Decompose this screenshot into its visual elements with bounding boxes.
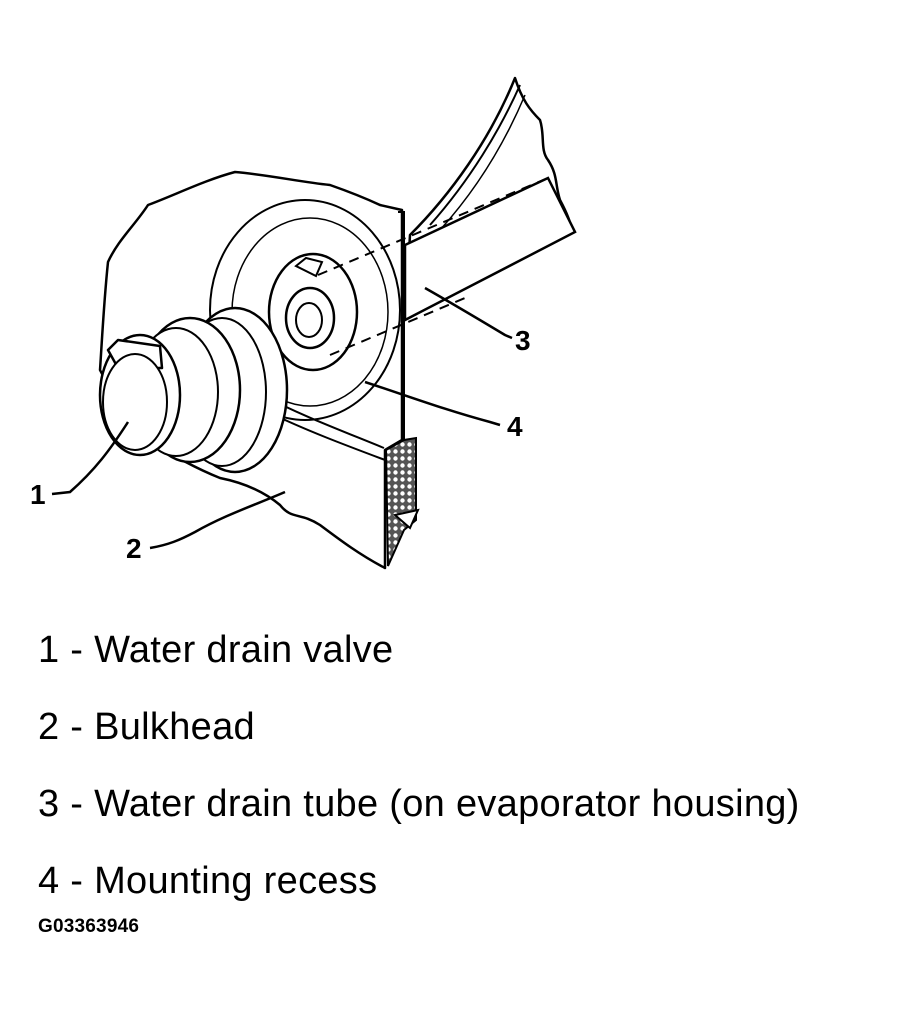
- legend: 1 - Water drain valve 2 - Bulkhead 3 - W…: [38, 612, 898, 920]
- legend-item-4: 4 - Mounting recess: [38, 860, 378, 902]
- bulkhead-edge: [384, 211, 420, 567]
- leader-lines: [51, 286, 513, 550]
- figure-id: G03363946: [38, 916, 140, 937]
- callout-1: 1: [30, 479, 46, 510]
- component-diagram: 1 2 3 4: [30, 76, 577, 570]
- legend-item-1: 1 - Water drain valve: [38, 629, 394, 671]
- callouts: 1 2 3 4: [30, 325, 531, 564]
- water-drain-valve: [98, 306, 289, 474]
- callout-2: 2: [126, 533, 142, 564]
- callout-4: 4: [507, 411, 523, 442]
- callout-3: 3: [515, 325, 531, 356]
- legend-item-3: 3 - Water drain tube (on evaporator hous…: [38, 783, 800, 825]
- mounting-recess: [209, 199, 401, 421]
- alignment-lines: [317, 177, 549, 356]
- legend-item-2: 2 - Bulkhead: [38, 706, 255, 748]
